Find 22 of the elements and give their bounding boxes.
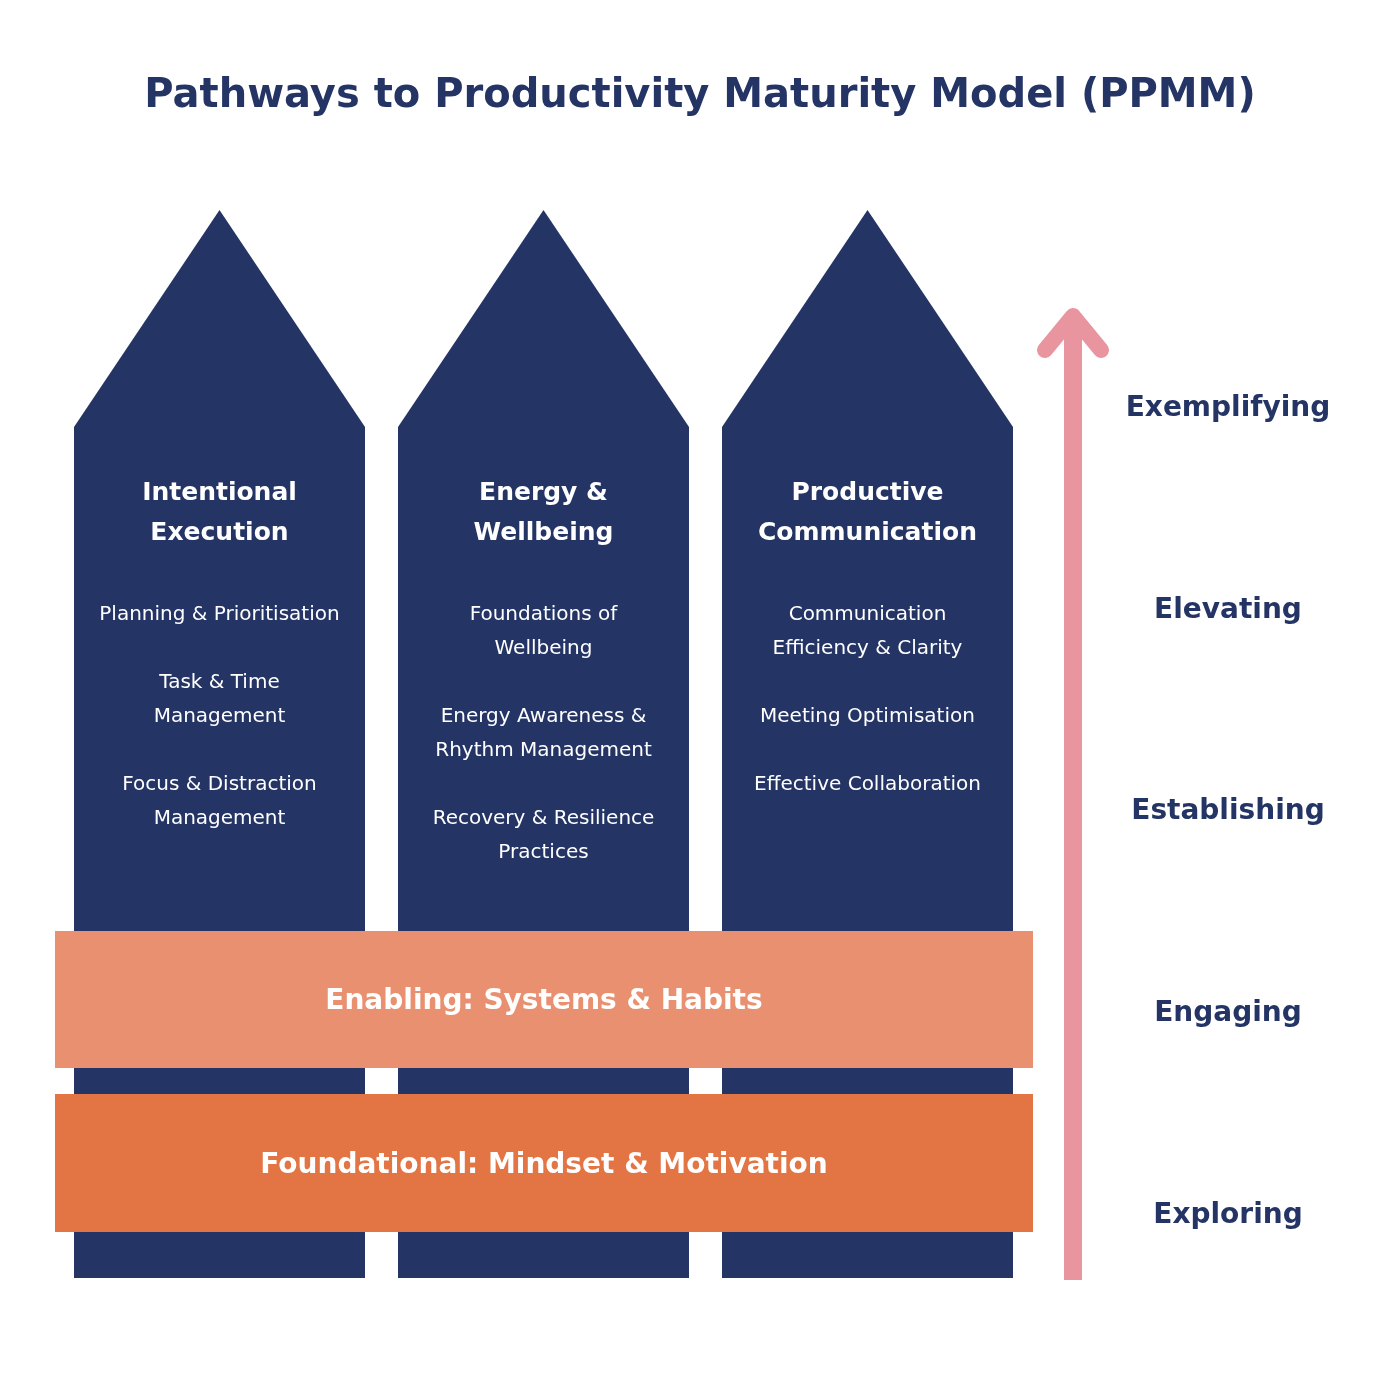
- pillar-item: Focus & Distraction Management: [121, 770, 318, 831]
- diagram-title: Pathways to Productivity Maturity Model (PPMM): [143, 70, 1257, 116]
- band-label: Enabling: Systems & Habits: [325, 983, 763, 1016]
- pillar-item: Effective Collaboration: [753, 770, 982, 797]
- pillar-item: Energy Awareness & Rhythm Management: [434, 702, 653, 763]
- band-label: Foundational: Mindset & Motivation: [260, 1146, 828, 1180]
- pillar-item: Communication Efficiency & Clarity: [771, 600, 964, 661]
- level-label: Exploring: [1152, 1197, 1304, 1230]
- level-label: Engaging: [1153, 995, 1303, 1028]
- pillar-item: Planning & Prioritisation: [98, 600, 341, 627]
- level-label: Establishing: [1130, 793, 1326, 826]
- pillar-item: Recovery & Resilience Practices: [431, 804, 656, 865]
- pillar-heading: Productive Communication: [757, 476, 978, 548]
- pillar-item: Foundations of Wellbeing: [468, 600, 619, 661]
- level-band: [55, 931, 1033, 1068]
- pillar-heading: Intentional Execution: [141, 476, 298, 548]
- pillar-item: Task & Time Management: [152, 668, 287, 729]
- level-label: Elevating: [1153, 592, 1303, 625]
- level-label: Exemplifying: [1124, 390, 1332, 423]
- pillar-item: Meeting Optimisation: [759, 702, 976, 729]
- pillar-heading: Energy & Wellbeing: [472, 476, 615, 548]
- level-band: [55, 1094, 1033, 1232]
